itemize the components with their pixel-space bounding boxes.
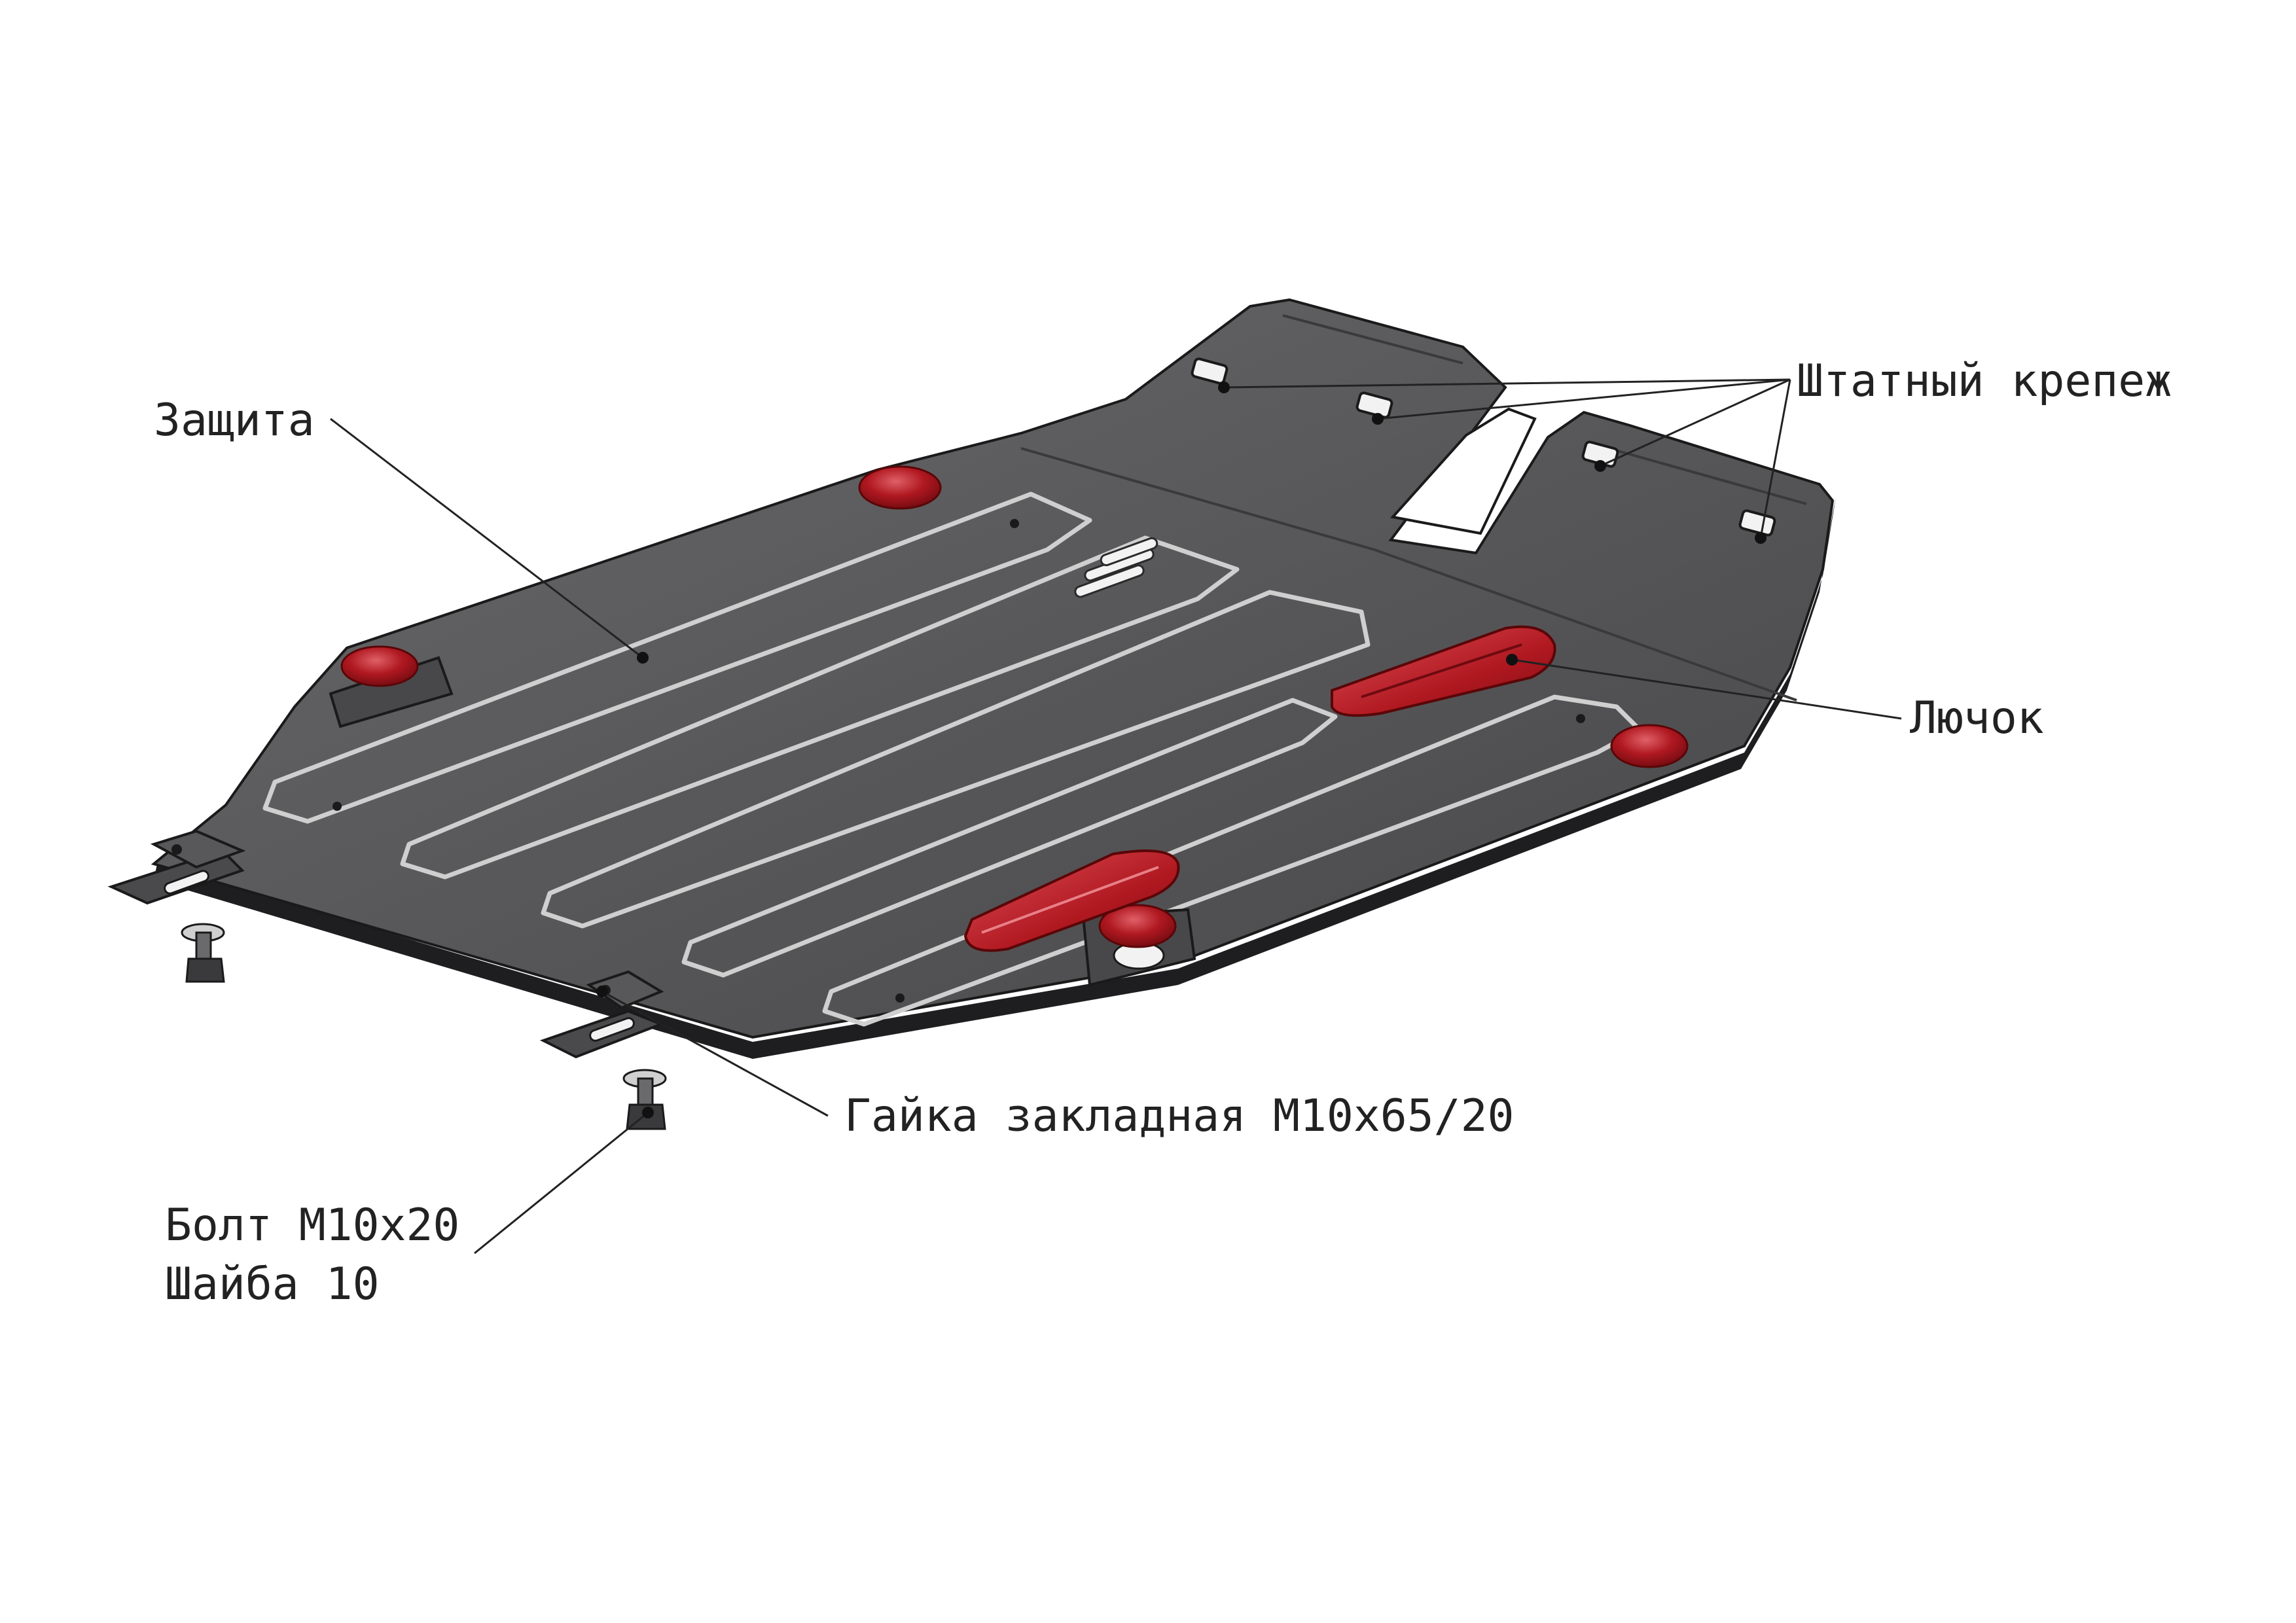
leader-fastener-1 <box>1223 378 1791 389</box>
rib <box>541 590 1371 929</box>
label-bolt: Болт М10х20 <box>165 1200 459 1251</box>
leader-dot <box>637 652 649 664</box>
rib <box>400 535 1240 880</box>
bend-line <box>1020 447 1797 702</box>
leader-embedded-nut <box>601 990 829 1117</box>
red-plug <box>1610 724 1689 768</box>
red-plugs <box>340 465 1689 948</box>
protection-plate <box>107 298 1836 1059</box>
red-plug <box>858 465 942 510</box>
plate-surface <box>151 298 1835 1039</box>
leader-dot <box>1372 413 1384 425</box>
leader-dot <box>596 986 608 997</box>
leader-dot <box>642 1107 654 1118</box>
rib <box>262 491 1092 824</box>
front-bend-line-2 <box>1596 444 1807 505</box>
hole <box>332 802 342 811</box>
bolt-left <box>181 923 225 983</box>
leader-dot <box>1755 532 1767 544</box>
vent-slot <box>1074 564 1145 598</box>
leader-hatch <box>1511 658 1902 720</box>
fastener-slot <box>1191 357 1229 385</box>
front-bend-line-1 <box>1282 314 1463 365</box>
leader-bolt <box>474 1111 649 1255</box>
fastener-slot <box>1355 391 1393 419</box>
fastener-slot <box>1738 509 1776 537</box>
leader-protection <box>330 418 643 659</box>
rib <box>681 698 1338 978</box>
vent-slot <box>1100 537 1158 567</box>
label-hatch: Лючок <box>1910 692 2044 744</box>
hatch-rear <box>963 849 1180 952</box>
hole <box>1576 714 1585 723</box>
label-washer: Шайба 10 <box>165 1258 380 1310</box>
standard-fastener-slots <box>1191 357 1776 537</box>
leader-fastener-4 <box>1759 379 1791 539</box>
holes <box>332 519 1585 1003</box>
hole <box>1010 519 1019 528</box>
hatch-cover <box>963 849 1180 952</box>
leader-fastener-3 <box>1600 378 1791 467</box>
plate-cutout <box>1390 407 1537 535</box>
label-protection: Защита <box>154 395 315 446</box>
label-standard-fasteners: Штатный крепеж <box>1797 355 2172 407</box>
leader-dot <box>1594 460 1606 472</box>
hole <box>895 993 905 1003</box>
hatch-ridge <box>1361 643 1522 698</box>
leader-fastener-2 <box>1377 378 1791 420</box>
leader-lines <box>330 378 1902 1255</box>
rear-left-bracket <box>107 829 246 905</box>
red-plug <box>1098 904 1177 948</box>
hatch-ridge <box>981 866 1159 934</box>
bolt-center <box>622 1069 667 1130</box>
label-embedded-nut: Гайка закладная М10х65/20 <box>844 1090 1515 1142</box>
vent-slots <box>1074 537 1158 598</box>
callouts: Защита Штатный крепеж Лючок Гайка заклад… <box>154 355 2172 1310</box>
leader-dot <box>1218 382 1230 393</box>
red-plug <box>340 645 419 687</box>
leader-dot <box>1506 654 1518 666</box>
